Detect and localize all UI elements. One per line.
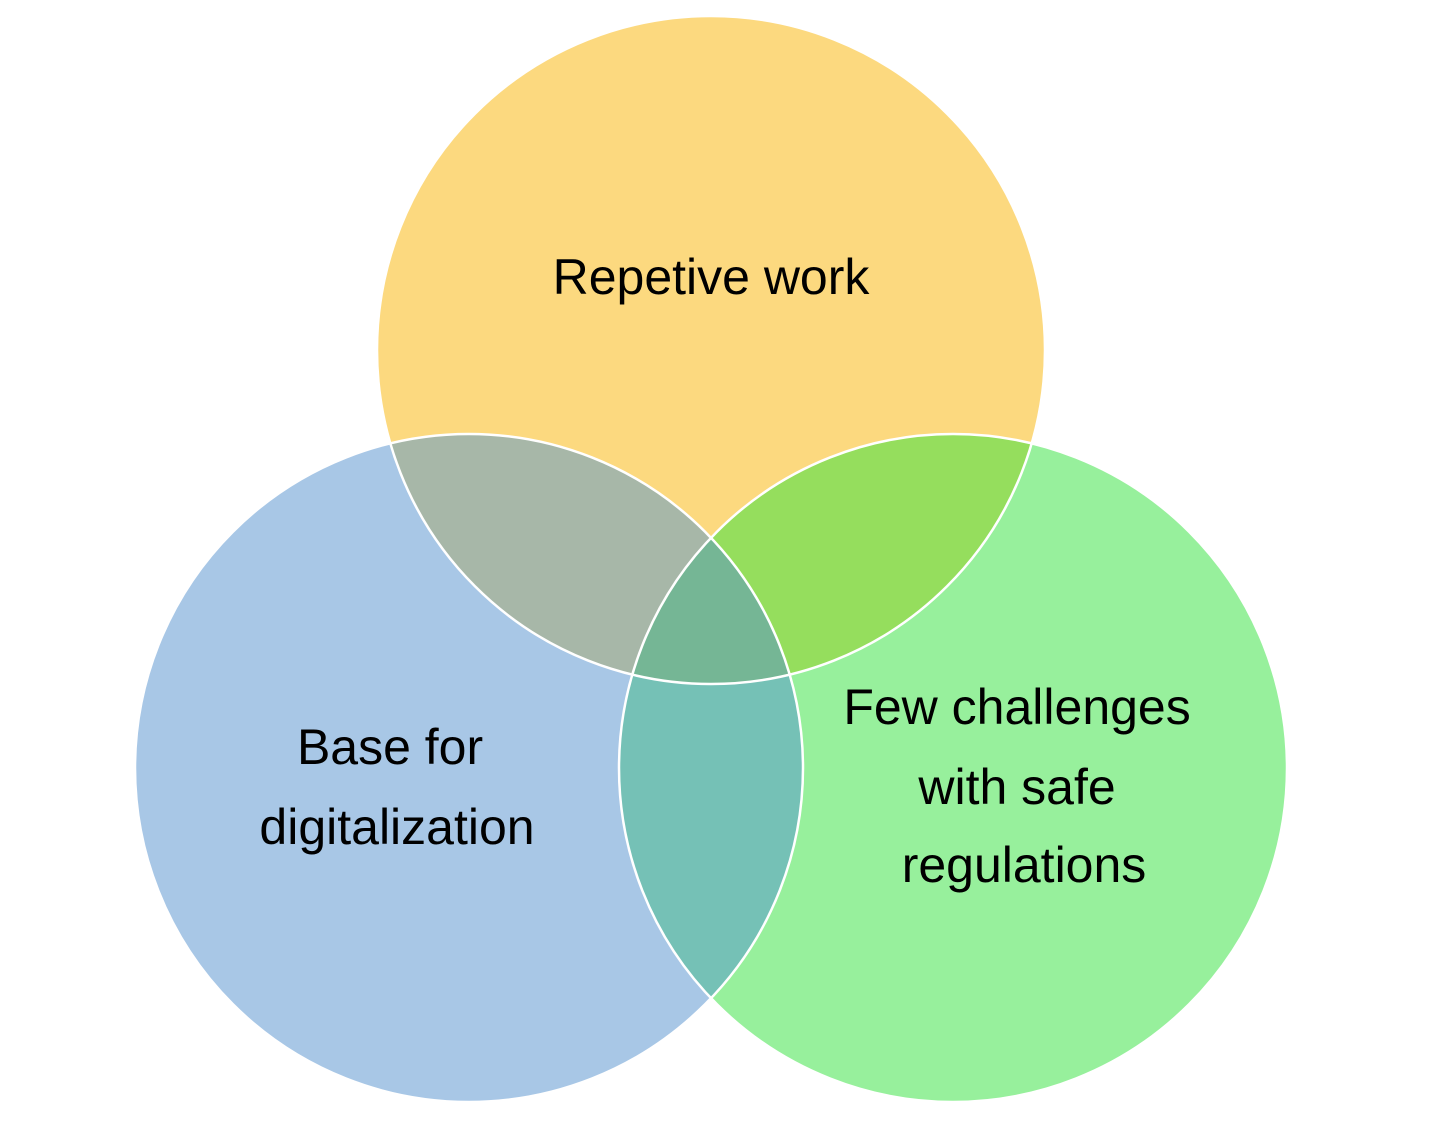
label-left: Base for digitalization (259, 719, 534, 855)
overlap-top-right (619, 434, 1045, 684)
label-left-line: digitalization (259, 799, 534, 855)
overlap-top-left (377, 434, 803, 684)
label-top-line: Repetive work (553, 249, 871, 305)
label-right-line: regulations (902, 837, 1147, 893)
outline-top (375, 14, 1047, 686)
circle-outlines (133, 14, 1289, 1104)
label-top: Repetive work (553, 249, 871, 305)
label-right: Few challenges with safe regulations (843, 679, 1204, 893)
label-right-line: Few challenges (843, 679, 1190, 735)
label-left-line: Base for (297, 719, 483, 775)
outline-right (617, 432, 1289, 1104)
outline-left (133, 432, 805, 1104)
label-right-line: with safe (917, 759, 1115, 815)
